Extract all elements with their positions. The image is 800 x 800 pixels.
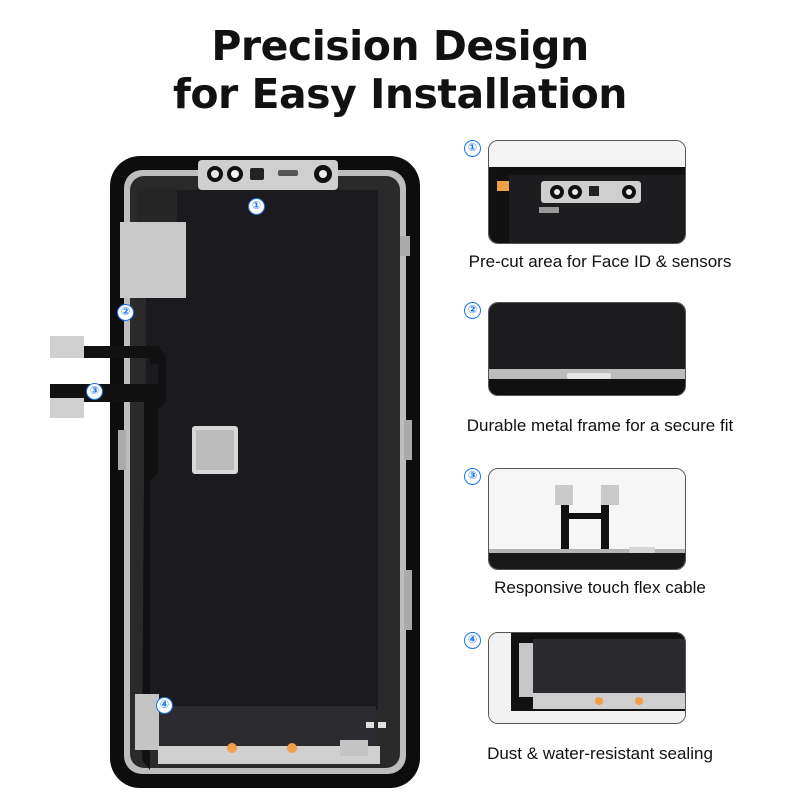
feature-2-number: ② <box>464 302 481 319</box>
phone-screen-back-illustration <box>50 156 420 788</box>
phone-marker-3: ③ <box>86 383 103 400</box>
phone-marker-2: ② <box>117 304 134 321</box>
phone-marker-4: ④ <box>156 697 173 714</box>
feature-3-number: ③ <box>464 468 481 485</box>
headline: Precision Design for Easy Installation <box>0 22 800 118</box>
feature-1-closeup <box>488 140 686 244</box>
feature-4-closeup <box>488 632 686 724</box>
feature-3-closeup <box>488 468 686 570</box>
flex-connector-2 <box>50 398 84 418</box>
metal-plate <box>120 222 186 298</box>
headline-line-1: Precision Design <box>211 22 589 70</box>
phone-marker-1: ① <box>248 198 265 215</box>
bottom-seal <box>158 706 376 748</box>
headline-line-2: for Easy Installation <box>173 70 627 118</box>
feature-1-caption: Pre-cut area for Face ID & sensors <box>468 252 732 271</box>
feature-2-caption: Durable metal frame for a secure fit <box>466 416 734 435</box>
feature-1-number: ① <box>464 140 481 157</box>
feature-4-number: ④ <box>464 632 481 649</box>
feature-4-caption: Dust & water-resistant sealing <box>487 744 713 763</box>
feature-2-closeup <box>488 302 686 396</box>
flex-connector-1 <box>50 336 84 358</box>
feature-3-caption: Responsive touch flex cable <box>494 578 706 597</box>
